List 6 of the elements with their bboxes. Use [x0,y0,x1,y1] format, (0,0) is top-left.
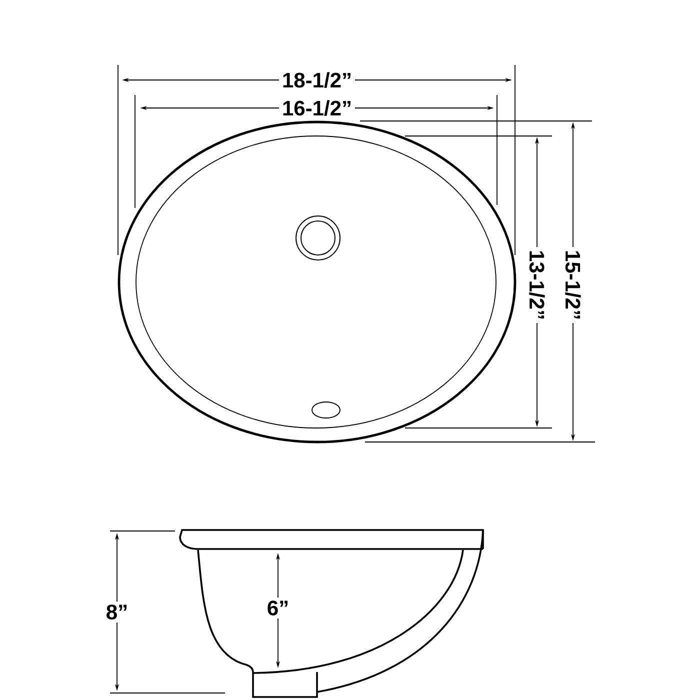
dimension-label: 6” [264,598,292,618]
dimension-label: 15-1/2” [562,246,584,324]
dimension-label: 8” [102,602,132,622]
dimension-label: 18-1/2” [278,69,356,91]
dimension-label: 16-1/2” [278,97,356,119]
dimension-label: 13-1/2” [526,246,548,324]
